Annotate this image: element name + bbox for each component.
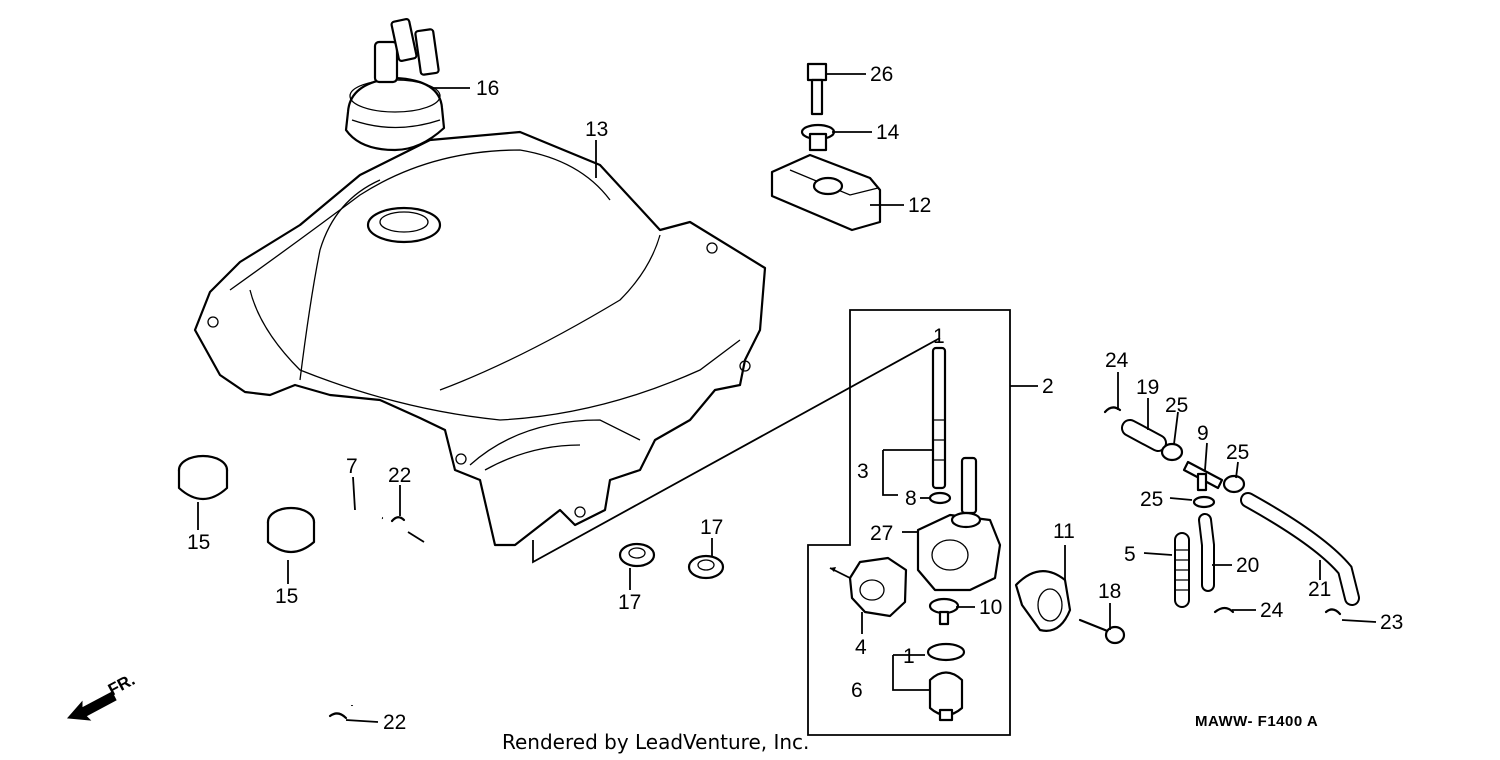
callout-15-upper: 15: [187, 531, 210, 554]
callout-20: 20: [1236, 554, 1259, 577]
callout-4: 4: [855, 636, 867, 659]
breather-tube[interactable]: [348, 513, 384, 707]
tank-bracket[interactable]: [770, 153, 882, 232]
valve-lever[interactable]: [829, 556, 908, 618]
callout-14: 14: [876, 121, 900, 144]
callout-6: 6: [851, 679, 863, 702]
bolt-26[interactable]: [806, 62, 828, 116]
callout-16: 16: [476, 77, 499, 100]
callout-8: 8: [905, 487, 917, 510]
clip-25a[interactable]: [1160, 442, 1184, 462]
callout-13: 13: [585, 118, 608, 141]
clip-25c[interactable]: [1192, 495, 1216, 509]
callout-19: 19: [1136, 376, 1159, 399]
clip-22a[interactable]: [390, 516, 406, 523]
callout-21: 21: [1308, 578, 1331, 601]
callout-5: 5: [1124, 543, 1136, 566]
knob-11[interactable]: [1014, 570, 1072, 632]
callout-23: 23: [1380, 611, 1403, 634]
callout-12: 12: [908, 194, 931, 217]
grommet-right[interactable]: [687, 554, 725, 580]
clip-22b[interactable]: [328, 712, 348, 720]
screw-18[interactable]: [1078, 618, 1126, 645]
fuel-valve-body[interactable]: [916, 456, 1002, 592]
fuel-cap[interactable]: [344, 18, 446, 152]
callout-24-lower: 24: [1260, 599, 1284, 622]
callout-25-right: 25: [1226, 441, 1249, 464]
callout-10: 10: [979, 596, 1002, 619]
callout-17-right: 17: [700, 516, 723, 539]
fuel-valve-assembly-outline: [532, 309, 1011, 736]
render-credit: Rendered by LeadVenture, Inc.: [502, 730, 810, 754]
clip-23[interactable]: [1324, 608, 1342, 616]
callout-11: 11: [1053, 520, 1075, 543]
callout-1-upper: 1: [933, 325, 945, 348]
callout-17-left: 17: [618, 591, 641, 614]
fuel-tank[interactable]: [193, 130, 767, 547]
callout-22-upper: 22: [388, 464, 411, 487]
callout-7: 7: [346, 455, 358, 478]
diagram-code: MAWW- F1400 A: [1195, 713, 1319, 730]
callout-1-lower: 1: [903, 645, 915, 668]
hose-21[interactable]: [1240, 492, 1360, 606]
callout-2: 2: [1042, 375, 1054, 398]
o-ring-8[interactable]: [928, 491, 952, 505]
callout-24-upper: 24: [1105, 349, 1129, 372]
callout-22-lower: 22: [383, 711, 406, 734]
filter-screen-10[interactable]: [928, 597, 960, 626]
hose-20[interactable]: [1198, 513, 1215, 592]
callout-25-upper: 25: [1165, 394, 1188, 417]
clip-25b[interactable]: [1222, 474, 1246, 494]
clip-24b[interactable]: [1213, 606, 1235, 614]
callout-25-mid: 25: [1140, 488, 1163, 511]
fuel-strainer[interactable]: [931, 346, 947, 490]
front-direction-arrow: FR.: [66, 670, 138, 721]
callout-26: 26: [870, 63, 893, 86]
three-way-joint-9[interactable]: [1182, 460, 1224, 492]
leader-lines: [197, 73, 1377, 723]
sediment-cup[interactable]: [928, 671, 964, 722]
damper-rubber-lower[interactable]: [266, 506, 316, 554]
callout-9: 9: [1197, 422, 1209, 445]
spring-tube-5[interactable]: [1174, 532, 1190, 608]
callout-27: 27: [870, 522, 893, 545]
collar-14[interactable]: [800, 123, 836, 152]
callout-15-lower: 15: [275, 585, 298, 608]
hose-19[interactable]: [1121, 419, 1167, 452]
damper-rubber-upper[interactable]: [177, 454, 229, 501]
o-ring-1-lower[interactable]: [926, 642, 966, 662]
callout-18: 18: [1098, 580, 1121, 603]
callout-3: 3: [857, 460, 869, 483]
callout-labels: 16 13 26 14 12 2 1 3 8 27 4 10 1 6 11 18…: [187, 63, 1403, 734]
grommet-left[interactable]: [618, 542, 656, 568]
